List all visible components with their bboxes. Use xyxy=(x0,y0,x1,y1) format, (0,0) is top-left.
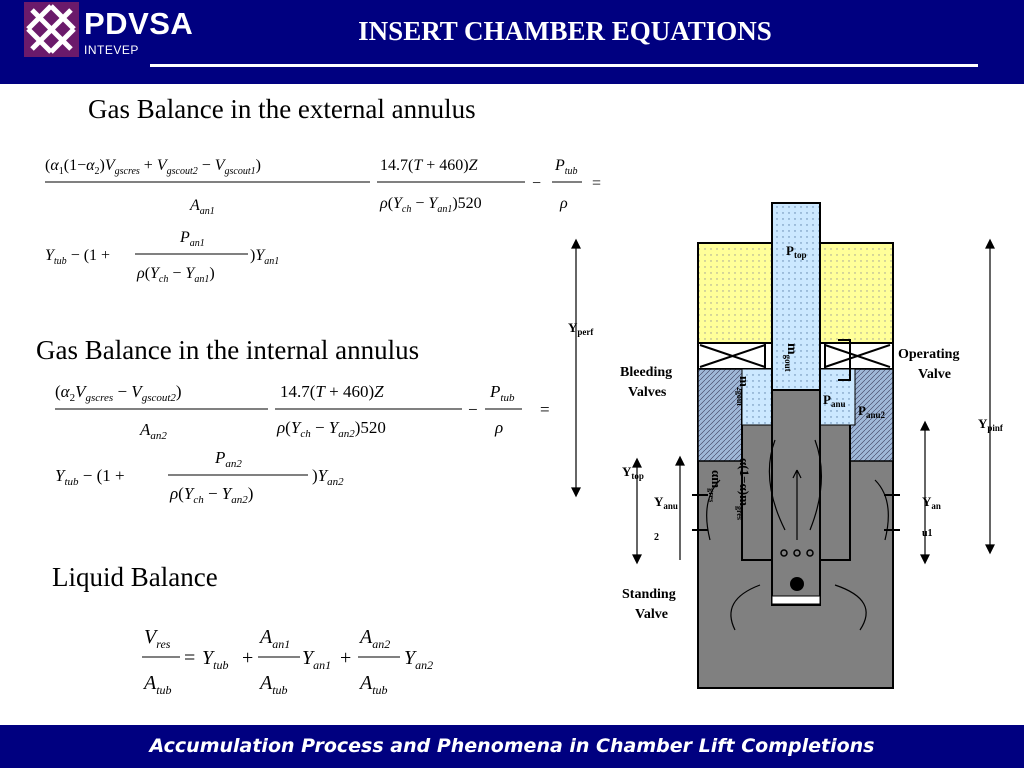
svg-text:Aan2: Aan2 xyxy=(139,420,167,442)
svg-text:ρ(Ych − Yan2): ρ(Ych − Yan2) xyxy=(169,484,253,506)
svg-text:ρ(Ych − Yan2)520: ρ(Ych − Yan2)520 xyxy=(276,418,386,440)
label-y-anu2: Yanu xyxy=(654,494,678,511)
equation-internal-annulus: (α2Vgscres − Vgscout2) Aan2 14.7(T + 460… xyxy=(55,382,550,506)
svg-text:Aan2: Aan2 xyxy=(358,626,390,651)
svg-text:Atub: Atub xyxy=(358,672,388,697)
insert-chamber-diagram: Ptop Panu Panu2 Yperf Ypinf Ytop Yanu 2 … xyxy=(568,202,1004,689)
dip-tube xyxy=(771,389,821,606)
label-y-an1-tail: u1 xyxy=(922,528,933,539)
page-title: INSERT CHAMBER EQUATIONS xyxy=(358,16,772,46)
svg-text:ρ: ρ xyxy=(494,418,503,437)
label-bleeding-1: Bleeding xyxy=(620,365,672,380)
svg-text:Pan2: Pan2 xyxy=(214,448,242,470)
svg-text:ρ(Ych − Yan1): ρ(Ych − Yan1) xyxy=(136,265,215,285)
svg-text:=: = xyxy=(184,647,195,669)
svg-text:(α2Vgscres − Vgscout2): (α2Vgscres − Vgscout2) xyxy=(55,382,182,404)
logo-name: PDVSA xyxy=(84,6,194,41)
label-bleeding-2: Valves xyxy=(628,385,667,400)
svg-text:+: + xyxy=(242,647,253,669)
heading-external-annulus: Gas Balance in the external annulus xyxy=(88,94,476,124)
label-y-top: Ytop xyxy=(622,464,644,481)
heading-liquid-balance: Liquid Balance xyxy=(52,562,218,592)
pdvsa-logo-icon xyxy=(24,2,79,57)
svg-text:(α1(1−α2)Vgscres + Vgscout2 −: (α1(1−α2)Vgscres + Vgscout2 − Vgscout1) xyxy=(45,157,261,177)
svg-text:)Yan2: )Yan2 xyxy=(312,466,344,488)
svg-text:Vres: Vres xyxy=(144,626,171,651)
label-p-anu2: Panu2 xyxy=(858,403,885,420)
svg-text:Ptub: Ptub xyxy=(489,382,515,404)
svg-text:−: − xyxy=(532,175,541,192)
standing-valve-ball xyxy=(790,577,804,591)
svg-text:Aan1: Aan1 xyxy=(189,197,215,217)
header-bar: PDVSA INTEVEP INSERT CHAMBER EQUATIONS xyxy=(0,0,1024,84)
label-p-anu: Panu xyxy=(823,392,845,409)
label-p-top: Ptop xyxy=(786,243,806,260)
svg-text:Ytub − (1 +: Ytub − (1 + xyxy=(55,466,125,488)
svg-text:Ytub: Ytub xyxy=(202,647,228,672)
title-divider xyxy=(150,64,978,67)
svg-text:=: = xyxy=(592,175,601,192)
svg-text:Yan2: Yan2 xyxy=(404,647,433,672)
footer-title: Accumulation Process and Phenomena in Ch… xyxy=(149,735,875,757)
equation-liquid-balance: Vres Atub = Ytub + Aan1 Atub Yan1 + Aan2… xyxy=(142,626,433,697)
footer-bar: Accumulation Process and Phenomena in Ch… xyxy=(0,725,1024,768)
label-standing-2: Valve xyxy=(635,607,668,622)
svg-text:14.7(T + 460)Z: 14.7(T + 460)Z xyxy=(280,382,384,401)
svg-text:ρ(Ych − Yan1)520: ρ(Ych − Yan1)520 xyxy=(379,195,482,215)
svg-text:Atub: Atub xyxy=(142,672,172,697)
svg-text:Aan1: Aan1 xyxy=(258,626,290,651)
svg-text:)Yan1: )Yan1 xyxy=(250,247,279,267)
label-operating-1: Operating xyxy=(898,347,959,362)
equation-external-annulus: (α1(1−α2)Vgscres + Vgscout2 − Vgscout1) … xyxy=(45,157,601,285)
svg-text:Ptub: Ptub xyxy=(554,157,578,177)
label-m-gout: mgout xyxy=(783,343,799,372)
label-operating-2: Valve xyxy=(918,367,951,382)
tubing xyxy=(771,202,821,391)
heading-internal-annulus: Gas Balance in the internal annulus xyxy=(36,335,420,365)
svg-text:ρ: ρ xyxy=(559,195,568,212)
svg-text:Ytub − (1 +: Ytub − (1 + xyxy=(45,247,110,267)
svg-text:Atub: Atub xyxy=(258,672,288,697)
label-y-anu2-tail: 2 xyxy=(654,532,659,543)
label-m-gres: αmgres xyxy=(707,470,724,502)
svg-text:Yan1: Yan1 xyxy=(302,647,331,672)
label-y-perf: Yperf xyxy=(568,320,594,337)
label-y-pinf: Ypinf xyxy=(978,416,1004,433)
label-standing-1: Standing xyxy=(622,587,676,602)
label-m-lower: α(1−α)mgres xyxy=(735,458,752,520)
label-y-an1: Yan xyxy=(922,494,941,511)
svg-text:−: − xyxy=(468,400,478,419)
svg-text:+: + xyxy=(340,647,351,669)
svg-text:Pan1: Pan1 xyxy=(179,229,205,249)
svg-text:14.7(T + 460)Z: 14.7(T + 460)Z xyxy=(380,157,479,174)
label-m-2gout: m2gout xyxy=(735,376,752,406)
svg-text:=: = xyxy=(540,400,550,419)
logo-subtitle: INTEVEP xyxy=(84,43,139,57)
